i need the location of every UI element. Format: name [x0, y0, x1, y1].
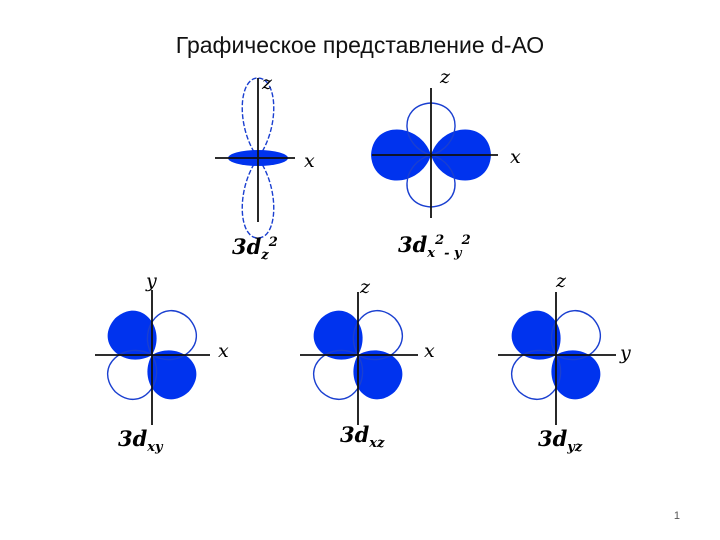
orbital-dxz	[300, 292, 418, 425]
dz2-name-sup: 2	[268, 235, 278, 250]
dz2-name-sub: z	[261, 248, 269, 264]
dxy-x-label: x	[218, 340, 229, 362]
page-number: 1	[673, 510, 680, 522]
dyz-name-main: 3d	[538, 426, 568, 451]
dyz-name: 3dyz	[538, 428, 582, 454]
dx2y2-x-label: x	[510, 146, 521, 168]
orbital-dxy	[95, 290, 210, 425]
dz2-z-label: z	[262, 72, 273, 94]
slide-title: Графическое представление d-АО	[175, 32, 545, 58]
dxz-name: 3dxz	[340, 424, 384, 450]
dz2-top-lobe	[241, 77, 275, 160]
dx2y2-z-label: z	[440, 66, 451, 88]
orbital-dz2	[215, 77, 295, 239]
dx2y2-name-sup-b: 2	[461, 233, 471, 248]
dyz-y-label: y	[620, 342, 631, 364]
dz2-x-label: x	[304, 150, 315, 172]
dxz-name-sub: xz	[369, 436, 385, 452]
dxz-z-label: z	[360, 276, 371, 298]
orbital-dx2y2	[371, 88, 498, 218]
dyz-z-label: z	[556, 270, 567, 292]
dxy-name-sub: xy	[147, 440, 163, 456]
dx2y2-name-sub: x	[427, 246, 436, 262]
dxy-y-label: y	[146, 270, 157, 292]
dx2y2-name-main: 3d	[398, 232, 428, 257]
dz2-name: 3dz2	[232, 236, 278, 262]
dx2y2-name-sup-a: 2	[435, 233, 445, 248]
dyz-name-sub: yz	[567, 440, 583, 456]
dxy-name: 3dxy	[118, 428, 163, 454]
dx2y2-name-mid: - y	[444, 246, 462, 262]
orbital-dyz	[498, 292, 616, 425]
dx2y2-name: 3dx2- y2	[398, 234, 471, 260]
dz2-name-main: 3d	[232, 234, 262, 259]
dxz-x-label: x	[424, 340, 435, 362]
dxz-name-main: 3d	[340, 422, 370, 447]
dxy-name-main: 3d	[118, 426, 148, 451]
dz2-bottom-lobe	[241, 156, 275, 239]
